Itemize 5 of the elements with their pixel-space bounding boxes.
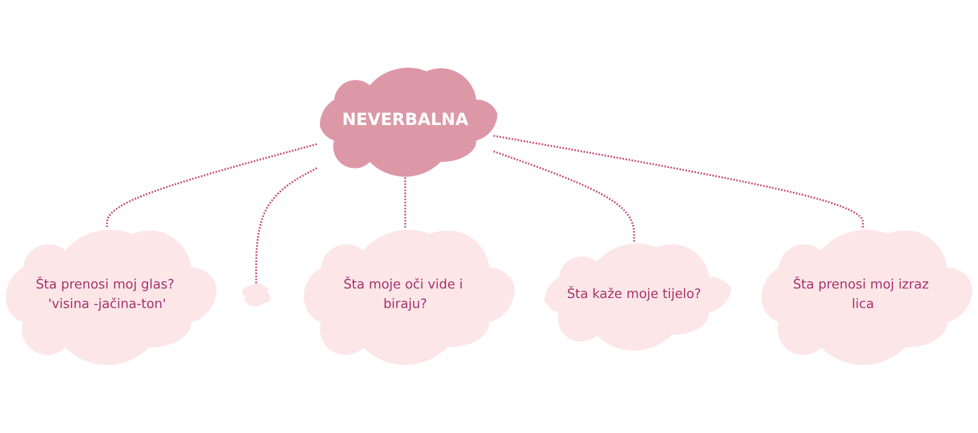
connector bbox=[493, 150, 636, 242]
connector bbox=[106, 143, 318, 228]
connector bbox=[493, 134, 864, 228]
node-cloud bbox=[242, 284, 270, 307]
connector bbox=[255, 167, 318, 284]
